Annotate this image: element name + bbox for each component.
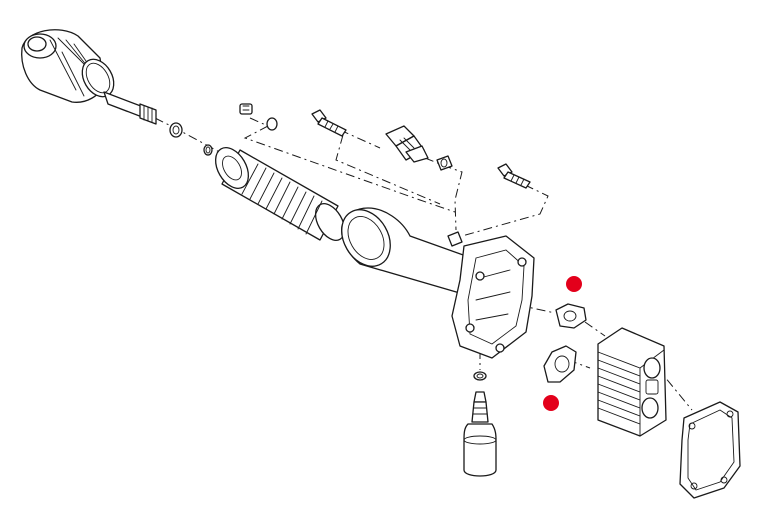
plug-icon	[239, 103, 278, 131]
bolt-icon	[497, 163, 531, 189]
gasket-icon	[555, 303, 587, 329]
highlight-dot-icon	[543, 395, 559, 411]
bolt-icon	[311, 109, 347, 137]
oil-cooler-icon	[597, 327, 667, 437]
sensor-switch-icon	[385, 125, 429, 163]
highlight-dot-icon	[566, 276, 582, 292]
gasket-icon	[679, 401, 741, 499]
o-ring-icon	[203, 144, 213, 156]
o-ring-icon	[169, 122, 183, 138]
filter-cap-icon	[21, 29, 157, 125]
washer-icon	[436, 155, 453, 171]
seal-ring-icon	[473, 371, 487, 381]
filter-element-icon	[214, 147, 346, 241]
gasket-icon	[543, 345, 577, 383]
filter-housing-icon	[341, 207, 535, 359]
sealant-bottle-icon	[463, 391, 497, 477]
